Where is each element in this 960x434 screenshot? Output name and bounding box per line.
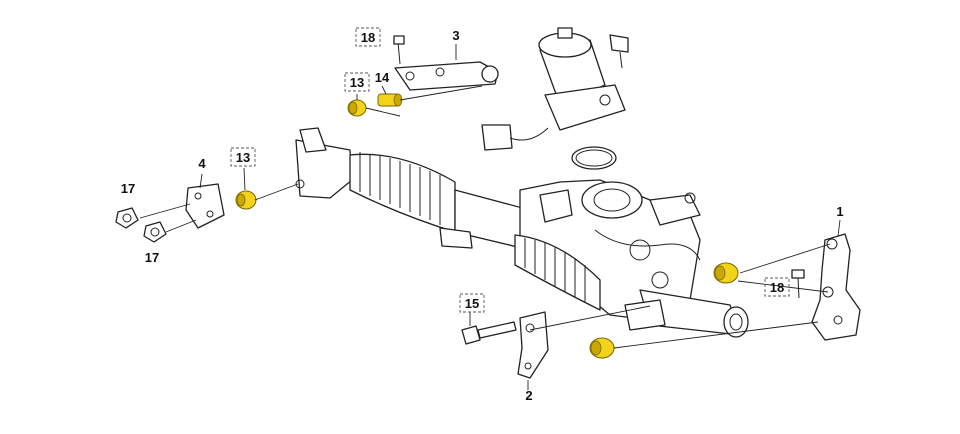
right-end-tube	[624, 289, 749, 338]
steering-rack-assembly	[295, 127, 749, 338]
callout-14: 14	[375, 70, 390, 85]
svg-text:4: 4	[198, 156, 206, 171]
svg-text:13: 13	[236, 150, 250, 165]
bushing-lower	[589, 337, 615, 359]
callout-15: 15	[459, 293, 485, 313]
svg-text:1: 1	[836, 204, 843, 219]
callout-18-top: 18	[355, 27, 381, 47]
part-3-bracket	[393, 35, 499, 91]
gear-housing	[519, 179, 701, 321]
part-18-bolt-right	[791, 269, 805, 299]
part-17-nut-upper	[115, 207, 139, 229]
callout-13-upper: 13	[344, 72, 370, 92]
part-1-mount-bracket	[811, 233, 861, 341]
callout-2: 2	[525, 388, 532, 403]
svg-text:3: 3	[452, 28, 459, 43]
callout-13-left: 13	[230, 147, 256, 167]
svg-text:2: 2	[525, 388, 532, 403]
leader-lines	[139, 44, 841, 390]
part-15-bolt	[461, 321, 517, 345]
bushing-right	[713, 262, 739, 284]
svg-text:18: 18	[361, 30, 375, 45]
svg-text:14: 14	[375, 70, 390, 85]
part-17-nut-lower	[143, 221, 167, 243]
left-boot	[349, 152, 456, 233]
svg-text:17: 17	[145, 250, 159, 265]
callout-17-lower: 17	[145, 250, 159, 265]
svg-text:15: 15	[465, 296, 479, 311]
callout-4: 4	[198, 156, 206, 171]
right-boot	[514, 234, 601, 311]
o-ring	[571, 146, 617, 170]
bushing-13-upper	[347, 99, 367, 117]
callout-17-upper: 17	[121, 181, 135, 196]
part-2-clamp	[517, 311, 549, 379]
svg-text:17: 17	[121, 181, 135, 196]
callout-1: 1	[836, 204, 843, 219]
motor-connector	[481, 124, 549, 151]
callout-3: 3	[452, 28, 459, 43]
callout-18-right: 18	[764, 277, 790, 297]
assist-motor	[538, 27, 629, 131]
bushing-13-left	[235, 190, 257, 210]
part-14-collar	[377, 93, 403, 107]
svg-text:13: 13	[350, 75, 364, 90]
svg-text:18: 18	[770, 280, 784, 295]
part-4-end-plate	[185, 183, 225, 229]
